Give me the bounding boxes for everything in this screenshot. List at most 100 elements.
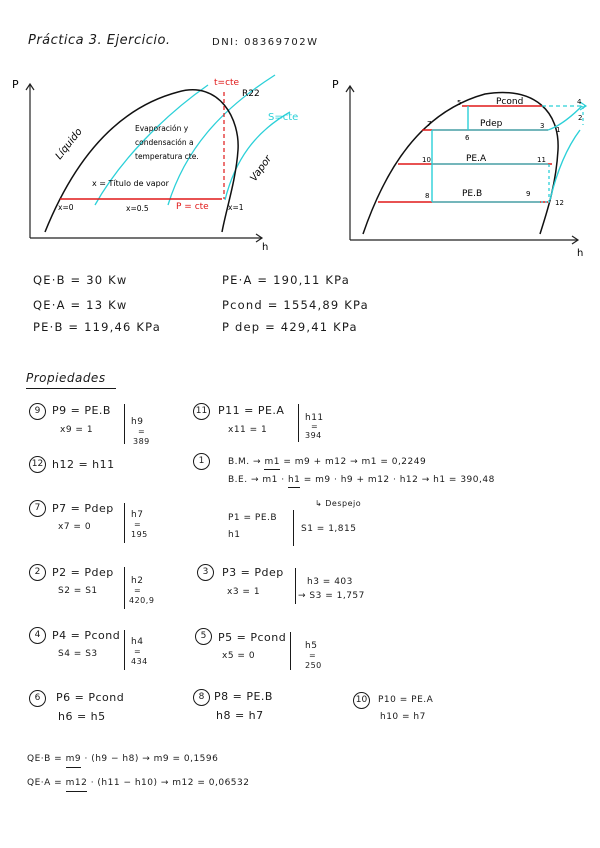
left-isentrope-2 <box>167 74 276 206</box>
p6-line1: P6 = Pcond <box>56 691 125 704</box>
given-peb: PE·B = 119,46 KPa <box>33 320 161 334</box>
left-liquido-label: Líquido <box>53 126 85 162</box>
given-qeb: QE·B = 30 Kw <box>33 273 128 287</box>
left-evap-text-3: temperatura cte. <box>135 152 199 161</box>
p11-line1: P11 = PE.A <box>218 404 285 417</box>
p9-h: h9 <box>131 417 144 427</box>
right-point-7: 7 <box>427 120 431 128</box>
left-x05-label: x=0.5 <box>126 204 149 213</box>
p3-result-1: h3 = 403 <box>307 577 353 587</box>
left-saturation-dome <box>44 89 239 233</box>
p12-line1: h12 = h11 <box>52 458 115 471</box>
p5-h: h5 <box>305 641 318 651</box>
point-11-circle: 11 <box>193 403 210 420</box>
right-point-3: 3 <box>540 122 544 130</box>
p3-line1: P3 = Pdep <box>222 566 284 579</box>
left-h-label: h <box>262 242 268 253</box>
right-ph-diagram: P h Pcond Pdep PE.A PE.B 1 2 3 4 5 6 7 8 <box>332 78 588 259</box>
point-6-circle: 6 <box>29 690 46 707</box>
p1-mass-balance: B.M. → m1 = m9 + m12 → m1 = 0,2249 <box>228 458 426 470</box>
left-refrigerant-label: R22 <box>242 89 260 99</box>
p6-line2: h6 = h5 <box>58 710 106 723</box>
right-point-4: 4 <box>577 98 582 106</box>
right-pea-label: PE.A <box>466 154 487 164</box>
given-qea: QE·A = 13 Kw <box>33 298 128 312</box>
right-point-6: 6 <box>465 134 470 142</box>
point-4-circle: 4 <box>29 627 46 644</box>
point-10-circle: 10 <box>353 692 370 709</box>
p1-entropy: S1 = 1,815 <box>301 524 357 534</box>
left-p-label: P <box>12 78 19 91</box>
right-peb-label: PE.B <box>462 189 482 199</box>
left-x1-label: x=1 <box>228 203 244 212</box>
right-p-label: P <box>332 78 339 91</box>
right-point-5: 5 <box>457 99 461 107</box>
p7-line2: x7 = 0 <box>58 522 92 532</box>
left-ph-diagram: P h t=cte R22 S=cte Líquido Vapor Evapor… <box>12 74 298 253</box>
left-isentrope-1 <box>94 84 209 206</box>
right-pdep-label: Pdep <box>480 119 503 129</box>
balance-qea: QE·A = m12 · (h11 − h10) → m12 = 0,06532 <box>27 779 249 792</box>
right-h-label: h <box>577 248 583 259</box>
p2-line1: P2 = Pdep <box>52 566 114 579</box>
p5-value: 250 <box>305 661 322 670</box>
p4-value: 434 <box>131 657 148 666</box>
p10-line1: P10 = PE.A <box>378 695 434 705</box>
right-point-11: 11 <box>537 156 546 164</box>
p9-line1: P9 = PE.B <box>52 404 111 417</box>
p8-line2: h8 = h7 <box>216 709 264 722</box>
left-x0-label: x=0 <box>58 203 74 212</box>
p3-line2: x3 = 1 <box>227 587 261 597</box>
right-point-12: 12 <box>555 199 564 207</box>
p5-line2: x5 = 0 <box>222 651 256 661</box>
p9-value: 389 <box>133 437 150 446</box>
given-pcond: Pcond = 1554,89 KPa <box>222 298 369 312</box>
right-point-8: 8 <box>425 192 429 200</box>
p2-h: h2 <box>131 576 144 586</box>
p7-h: h7 <box>131 510 144 520</box>
p1-despejo: ↳ Despejo <box>315 499 362 508</box>
right-pcond-label: Pcond <box>496 97 523 107</box>
p11-value: 394 <box>305 431 322 440</box>
point-3-circle: 3 <box>197 564 214 581</box>
point-12-circle: 12 <box>29 456 46 473</box>
p7-value: 195 <box>131 530 148 539</box>
right-point-9: 9 <box>526 190 530 198</box>
right-compression-2 <box>549 129 581 201</box>
right-point-1: 1 <box>556 126 560 134</box>
properties-heading: Propiedades <box>26 371 106 385</box>
p1-energy-balance: B.E. → m1 · h1 = m9 · h9 + m12 · h12 → h… <box>228 476 495 488</box>
point-8-circle: 8 <box>193 689 210 706</box>
left-vapor-label: Vapor <box>248 153 274 184</box>
p2-line2: S2 = S1 <box>58 586 98 596</box>
point-9-circle: 9 <box>29 403 46 420</box>
p3-result-2: → S3 = 1,757 <box>298 591 365 601</box>
p4-h: h4 <box>131 637 144 647</box>
dni-label: DNI: 08369702W <box>212 37 319 48</box>
point-7-circle: 7 <box>29 500 46 517</box>
ph-diagrams: P h t=cte R22 S=cte Líquido Vapor Evapor… <box>12 74 588 259</box>
p2-value: 420,9 <box>129 596 155 605</box>
p7-line1: P7 = Pdep <box>52 502 114 515</box>
right-point-10: 10 <box>422 156 431 164</box>
p4-line2: S4 = S3 <box>58 649 98 659</box>
p4-line1: P4 = Pcond <box>52 629 121 642</box>
point-2-circle: 2 <box>29 564 46 581</box>
p1-line1: P1 = PE.B <box>228 513 278 523</box>
p11-h: h11 <box>305 413 324 423</box>
point-5-circle: 5 <box>195 628 212 645</box>
point-1-circle: 1 <box>193 453 210 470</box>
right-compression-1 <box>547 105 583 131</box>
left-isentrope-3 <box>224 111 291 201</box>
p8-line1: P8 = PE.B <box>214 690 273 703</box>
right-point-2: 2 <box>578 114 582 122</box>
page-title: Práctica 3. Ejercicio. <box>28 33 171 48</box>
left-evap-text-2: condensación a <box>135 138 194 147</box>
p5-line1: P5 = Pcond <box>218 631 287 644</box>
p9-line2: x9 = 1 <box>60 425 94 435</box>
p11-line2: x11 = 1 <box>228 425 268 435</box>
given-pdep: P dep = 429,41 KPa <box>222 320 358 334</box>
left-pcte-label: P = cte <box>176 202 209 212</box>
left-tcte-label: t=cte <box>214 78 240 88</box>
p1-line2: h1 <box>228 530 241 540</box>
